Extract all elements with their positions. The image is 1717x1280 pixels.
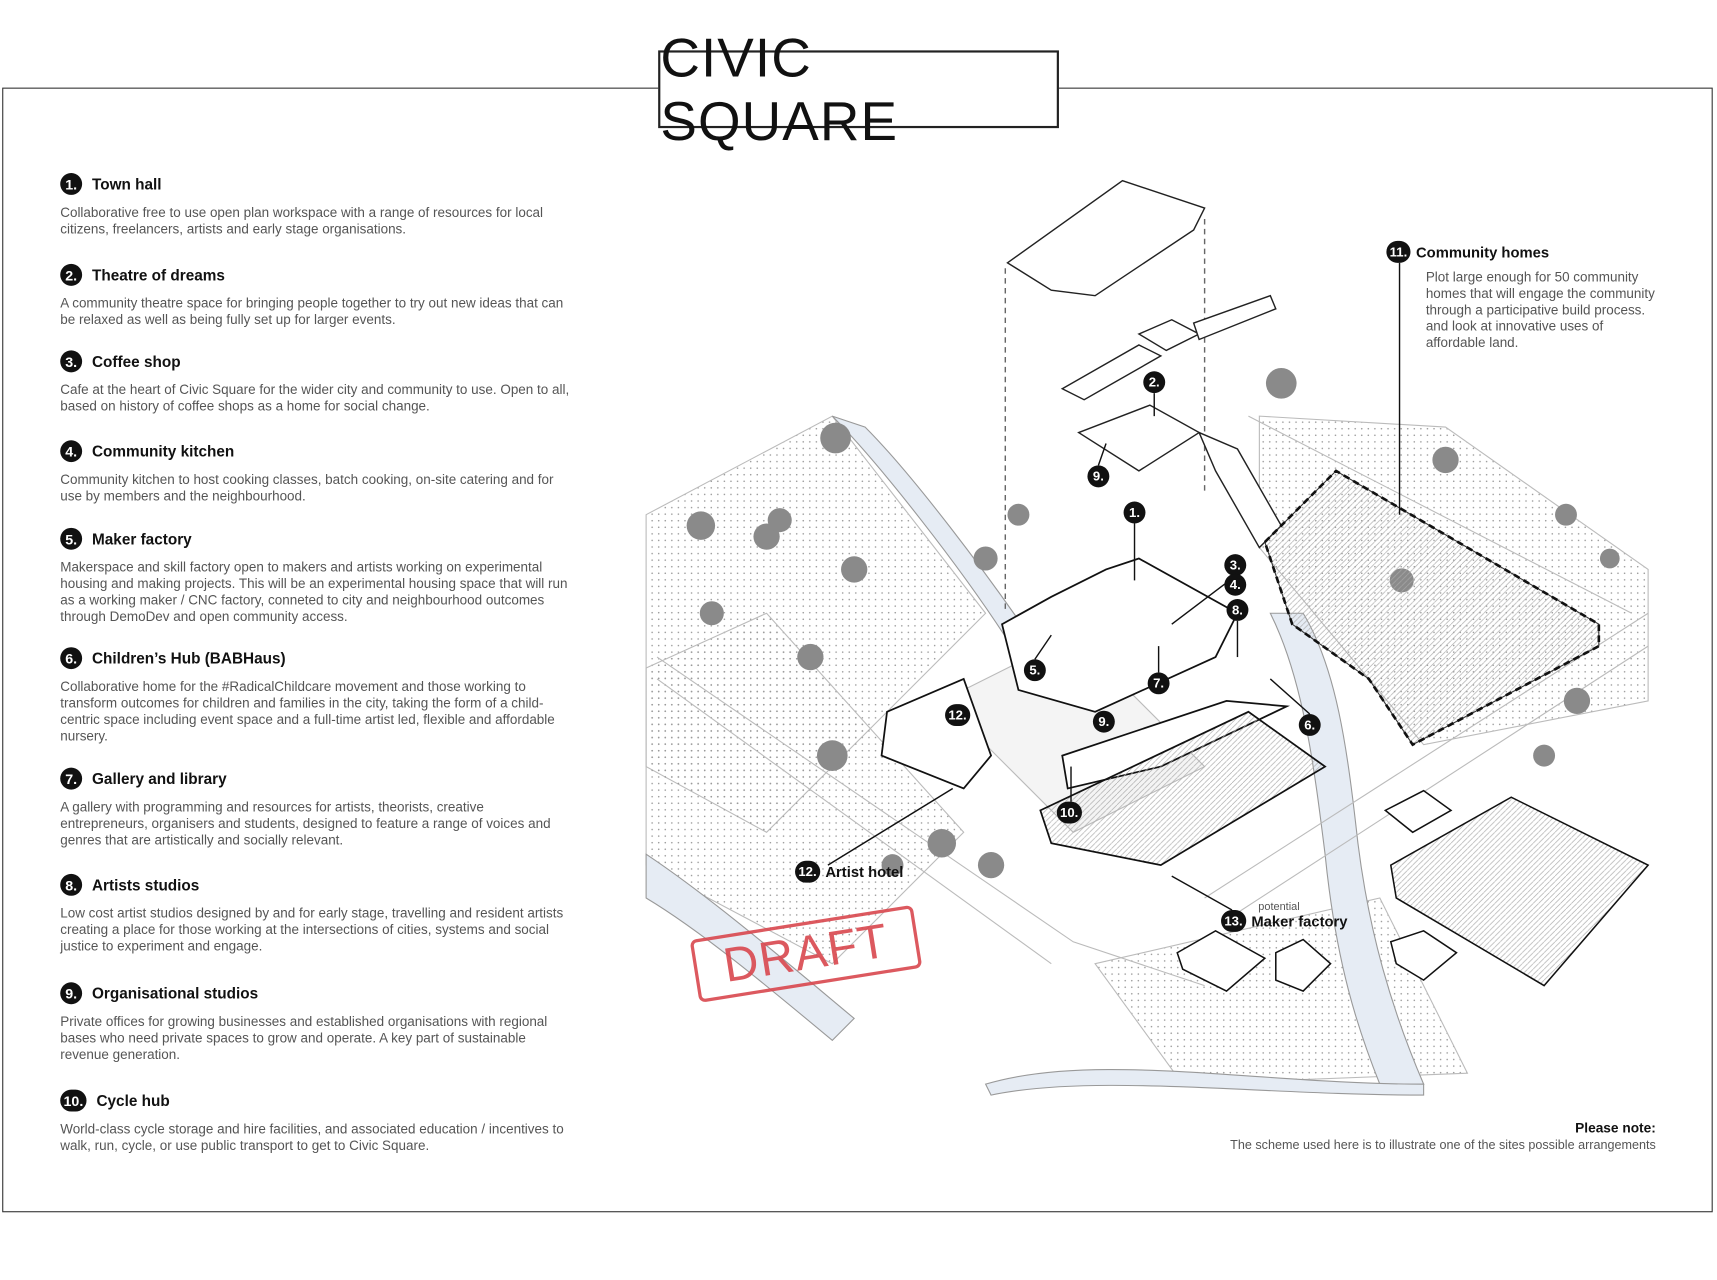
number-badge: 6. bbox=[1298, 714, 1321, 736]
callout-12: 12. bbox=[945, 704, 970, 727]
number-badge: 1. bbox=[60, 173, 83, 195]
callout-10: 10. bbox=[1056, 801, 1082, 824]
number-badge: 2. bbox=[60, 263, 83, 286]
number-badge: 4. bbox=[1224, 573, 1247, 596]
number-badge: 6. bbox=[60, 647, 83, 670]
callout-7: 7. bbox=[1147, 672, 1170, 695]
legend-title: Coffee shop bbox=[91, 352, 181, 371]
callout-9-lower: 9. bbox=[1092, 710, 1115, 733]
legend-title: Organisational studios bbox=[91, 984, 259, 1003]
maker-factory-sheds bbox=[1176, 789, 1650, 992]
number-badge: 4. bbox=[60, 440, 83, 463]
number-badge: 7. bbox=[1147, 672, 1170, 695]
number-badge: 5. bbox=[60, 527, 83, 550]
legend-body: Makerspace and skill factory open to mak… bbox=[60, 559, 568, 625]
callout-label: Artist hotel bbox=[825, 863, 904, 880]
number-badge: 2. bbox=[1143, 371, 1166, 394]
number-badge: 8. bbox=[1226, 599, 1249, 621]
legend-title: Maker factory bbox=[91, 530, 192, 548]
callout-3: 3. bbox=[1224, 554, 1247, 577]
legend-title: Town hall bbox=[91, 175, 162, 193]
legend-item-theatre: 2. Theatre of dreams A community theatre … bbox=[60, 263, 575, 329]
legend-item-artists-studios: 8. Artists studios Low cost artist studio… bbox=[60, 873, 575, 955]
legend-item-community-kitchen: 4. Community kitchen Community kitchen to… bbox=[60, 440, 575, 505]
legend-title: Cycle hub bbox=[96, 1091, 170, 1110]
potential-label: potential bbox=[1258, 901, 1300, 914]
callout-6: 6. bbox=[1298, 714, 1321, 736]
number-badge: 13. bbox=[1221, 910, 1246, 932]
leader-lines bbox=[827, 262, 1401, 911]
legend-body: Cafe at the heart of Civic Square for th… bbox=[60, 382, 570, 414]
callout-8: 8. bbox=[1226, 599, 1249, 621]
legend-body: World-class cycle storage and hire facil… bbox=[60, 1121, 564, 1154]
legend-body: Low cost artist studios designed by and … bbox=[60, 905, 564, 954]
legend-body: A community theatre space for bringing p… bbox=[60, 295, 564, 328]
number-badge: 10. bbox=[60, 1089, 87, 1112]
exploded-floors bbox=[1004, 179, 1283, 614]
legend-body: A gallery with programming and resources… bbox=[60, 799, 551, 848]
legend-item-childrens-hub: 6. Children’s Hub (BABHaus) Collaborative… bbox=[60, 647, 575, 744]
number-badge: 7. bbox=[60, 767, 83, 790]
number-badge: 9. bbox=[1087, 465, 1110, 488]
callout-label: Community homes bbox=[1415, 243, 1550, 261]
community-homes-body: Plot large enough for 50 community homes… bbox=[1425, 269, 1655, 351]
legend-body: Community kitchen to host cooking classe… bbox=[60, 471, 554, 504]
callout-community-homes: 11.Community homes bbox=[1386, 240, 1550, 263]
legend-title: Community kitchen bbox=[91, 442, 235, 460]
note-text: The scheme used here is to illustrate on… bbox=[1230, 1138, 1656, 1153]
callout-1: 1. bbox=[1123, 501, 1146, 524]
number-badge: 12. bbox=[795, 860, 820, 883]
legend-item-organisational-studios: 9. Organisational studios Private offices… bbox=[60, 982, 575, 1063]
number-badge: 11. bbox=[1386, 240, 1411, 263]
legend-title: Theatre of dreams bbox=[91, 266, 225, 284]
callout-label: Maker factory bbox=[1251, 912, 1348, 930]
legend-body: Collaborative home for the #RadicalChild… bbox=[60, 678, 555, 744]
note-heading: Please note: bbox=[1575, 1120, 1656, 1136]
trees bbox=[686, 367, 1620, 879]
callout-artist-hotel: 12. Artist hotel bbox=[795, 860, 904, 883]
legend-title: Children’s Hub (BABHaus) bbox=[91, 649, 286, 667]
number-badge: 12. bbox=[945, 704, 970, 727]
number-badge: 3. bbox=[1224, 554, 1247, 577]
callout-5: 5. bbox=[1023, 659, 1046, 682]
legend-title: Gallery and library bbox=[91, 769, 227, 788]
community-homes-site bbox=[1263, 469, 1601, 747]
callout-maker-factory: 13. Maker factory bbox=[1221, 910, 1348, 932]
number-badge: 9. bbox=[60, 982, 83, 1005]
number-badge: 3. bbox=[60, 350, 83, 373]
number-badge: 9. bbox=[1092, 710, 1115, 733]
please-note: Please note: The scheme used here is to … bbox=[1230, 1120, 1656, 1152]
legend-body: Collaborative free to use open plan work… bbox=[60, 204, 544, 237]
number-badge: 10. bbox=[1056, 801, 1082, 824]
legend-title: Artists studios bbox=[91, 876, 200, 894]
legend-item-town-hall: 1. Town hall Collaborative free to use op… bbox=[60, 173, 575, 238]
callout-9-upper: 9. bbox=[1087, 465, 1110, 488]
number-badge: 5. bbox=[1023, 659, 1046, 682]
legend-item-coffee-shop: 3. Coffee shop Cafe at the heart of Civic… bbox=[60, 350, 575, 415]
number-badge: 8. bbox=[60, 873, 83, 896]
number-badge: 1. bbox=[1123, 501, 1146, 524]
callout-2: 2. bbox=[1143, 371, 1166, 394]
callout-4: 4. bbox=[1224, 573, 1247, 596]
legend-item-gallery: 7. Gallery and library A gallery with pro… bbox=[60, 767, 575, 849]
page-title: CIVIC SQUARE bbox=[658, 27, 1059, 152]
legend-item-maker-factory: 5. Maker factory Makerspace and skill fac… bbox=[60, 527, 575, 625]
legend-item-cycle-hub: 10. Cycle hub World-class cycle storage a… bbox=[60, 1089, 575, 1155]
legend-body: Private offices for growing businesses a… bbox=[60, 1014, 548, 1063]
